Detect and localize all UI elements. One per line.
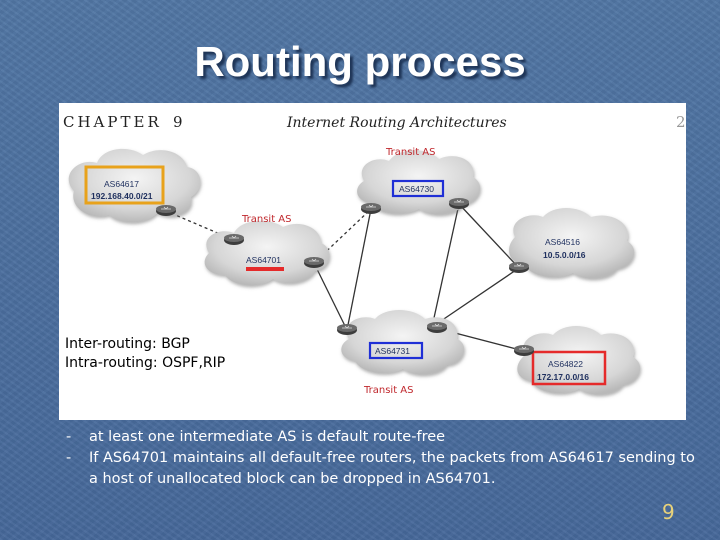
network-diagram: AS64617 192.168.40.0/21 AS64730 AS64701 … xyxy=(68,148,641,395)
router-icons xyxy=(156,198,534,356)
note-text: If AS64701 maintains all default-free ro… xyxy=(89,450,695,487)
as64516-label: AS64516 xyxy=(545,237,580,247)
router-icon xyxy=(509,262,529,273)
as64617-prefix: 192.168.40.0/21 xyxy=(91,191,153,201)
as64822-highlight xyxy=(531,350,607,386)
note-item: - If AS64701 maintains all default-free … xyxy=(66,448,706,490)
as64730-label: AS64730 xyxy=(399,184,434,194)
as64617-label: AS64617 xyxy=(104,179,139,189)
as64822-label: AS64822 xyxy=(548,359,583,369)
as64730-highlight xyxy=(391,179,445,198)
slide-title: Routing process xyxy=(194,38,526,85)
router-icon xyxy=(361,203,381,214)
chapter-word: CHAPTER xyxy=(63,113,162,131)
as64822-prefix: 172.17.0.0/16 xyxy=(537,372,589,382)
transit-as-label-middle: Transit AS xyxy=(242,214,292,225)
as64617-highlight xyxy=(84,165,165,205)
notes-list: - at least one intermediate AS is defaul… xyxy=(66,427,706,490)
inter-routing-line: Inter-routing: BGP xyxy=(65,336,190,352)
router-icon xyxy=(304,257,324,268)
network-figure: AS64617 192.168.40.0/21 AS64730 AS64701 … xyxy=(59,103,686,420)
router-icon xyxy=(337,324,357,335)
as64516-prefix: 10.5.0.0/16 xyxy=(543,250,586,260)
cloud-as64516 xyxy=(509,208,635,279)
slide-number: 9 xyxy=(662,500,675,524)
transit-as-label-bottom: Transit AS xyxy=(364,385,414,396)
as64731-highlight xyxy=(368,341,424,360)
cloud-as64822 xyxy=(517,326,641,395)
cloud-as64730 xyxy=(357,150,481,215)
chapter-title: Internet Routing Architectures xyxy=(287,115,507,131)
routing-protocols: Inter-routing: BGP Intra-routing: OSPF,R… xyxy=(65,335,225,373)
book-page-number: 2 xyxy=(676,113,686,131)
cloud-as64701 xyxy=(204,220,330,286)
router-icon xyxy=(449,198,469,209)
router-icon xyxy=(224,234,244,245)
chapter-number: 9 xyxy=(173,113,183,131)
router-icon xyxy=(514,345,534,356)
router-icon xyxy=(156,205,176,216)
as64731-label: AS64731 xyxy=(375,346,410,356)
router-icon xyxy=(427,322,447,333)
note-dash: - xyxy=(66,429,72,445)
note-dash: - xyxy=(66,450,72,466)
note-text: at least one intermediate AS is default … xyxy=(89,429,446,445)
as64701-highlight xyxy=(246,267,284,271)
intra-routing-line: Intra-routing: OSPF,RIP xyxy=(65,355,226,371)
transit-as-label-top: Transit AS xyxy=(386,147,436,158)
note-item: - at least one intermediate AS is defaul… xyxy=(66,427,706,448)
as64701-label: AS64701 xyxy=(246,255,281,265)
